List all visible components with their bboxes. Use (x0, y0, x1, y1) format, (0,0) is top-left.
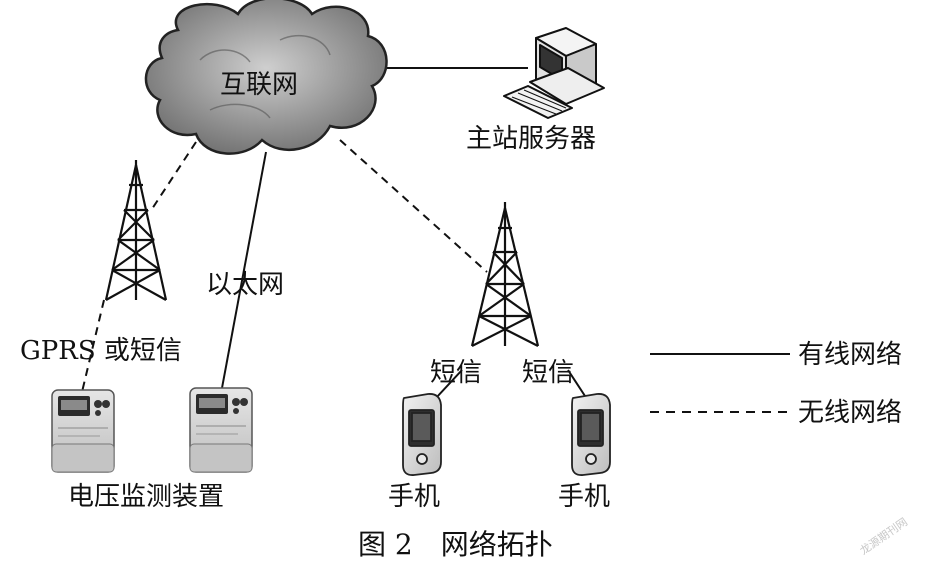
sms-left-label: 短信 (430, 358, 483, 388)
cell-tower-left-icon (104, 160, 168, 301)
figure-caption: 图 2 网络拓扑 (358, 528, 553, 561)
phone-right-label: 手机 (558, 482, 611, 512)
server-computer-icon (503, 27, 605, 119)
voltage-meter-right-icon (189, 387, 253, 473)
wireless-link-tower-monitor (81, 299, 105, 393)
ethernet-label: 以太网 (206, 270, 285, 300)
wireless-link-tower-phone-right (567, 369, 586, 397)
legend-wireless-label: 无线网络 (798, 398, 903, 428)
legend (650, 353, 790, 413)
internet-cloud-icon (144, 0, 388, 155)
phone-left-label: 手机 (388, 482, 441, 512)
mobile-phone-right-icon (571, 393, 611, 476)
connection-lines (81, 67, 586, 399)
wireless-link-internet-tower-right (339, 139, 488, 273)
mobile-phone-left-icon (402, 393, 442, 476)
server-label: 主站服务器 (466, 124, 597, 154)
cell-tower-right-icon (470, 202, 540, 347)
wired-link-internet-monitor (221, 151, 267, 389)
wireless-link-tower-phone-left (435, 369, 463, 399)
legend-wired-label: 有线网络 (798, 340, 903, 370)
wireless-link-internet-tower-left (149, 141, 197, 213)
gprs-sms-label: GPRS 或短信 (20, 336, 182, 366)
sms-right-label: 短信 (522, 358, 575, 388)
voltage-meter-left-icon (51, 389, 115, 473)
voltage-monitor-label: 电压监测装置 (68, 482, 225, 512)
internet-label: 互联网 (220, 70, 299, 100)
